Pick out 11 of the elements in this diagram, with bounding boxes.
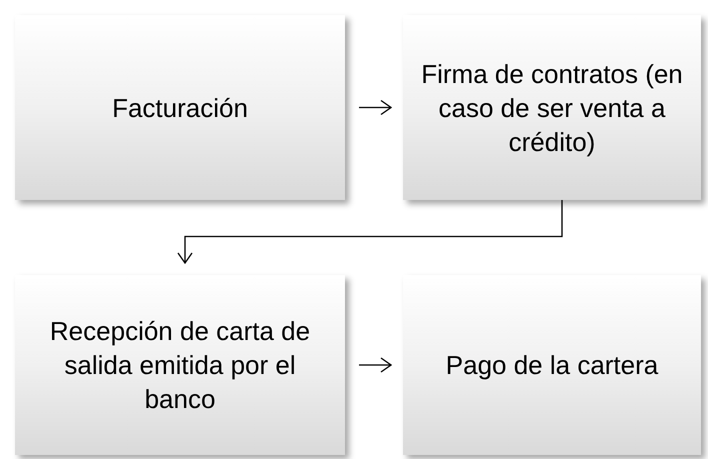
process-box — [15, 275, 345, 455]
arrow — [359, 100, 392, 116]
process-box — [403, 275, 701, 455]
box-label: Pago de la cartera — [446, 349, 658, 382]
box-label: Recepción de carta de salida emitida por el banco — [48, 315, 312, 416]
arrow — [177, 200, 563, 264]
box-label: Firma de contratos (en caso de ser venta a crédito) — [420, 58, 684, 158]
process-box — [15, 15, 345, 200]
box-label: Facturación — [112, 92, 248, 124]
process-box — [403, 15, 701, 200]
arrow — [359, 357, 392, 373]
